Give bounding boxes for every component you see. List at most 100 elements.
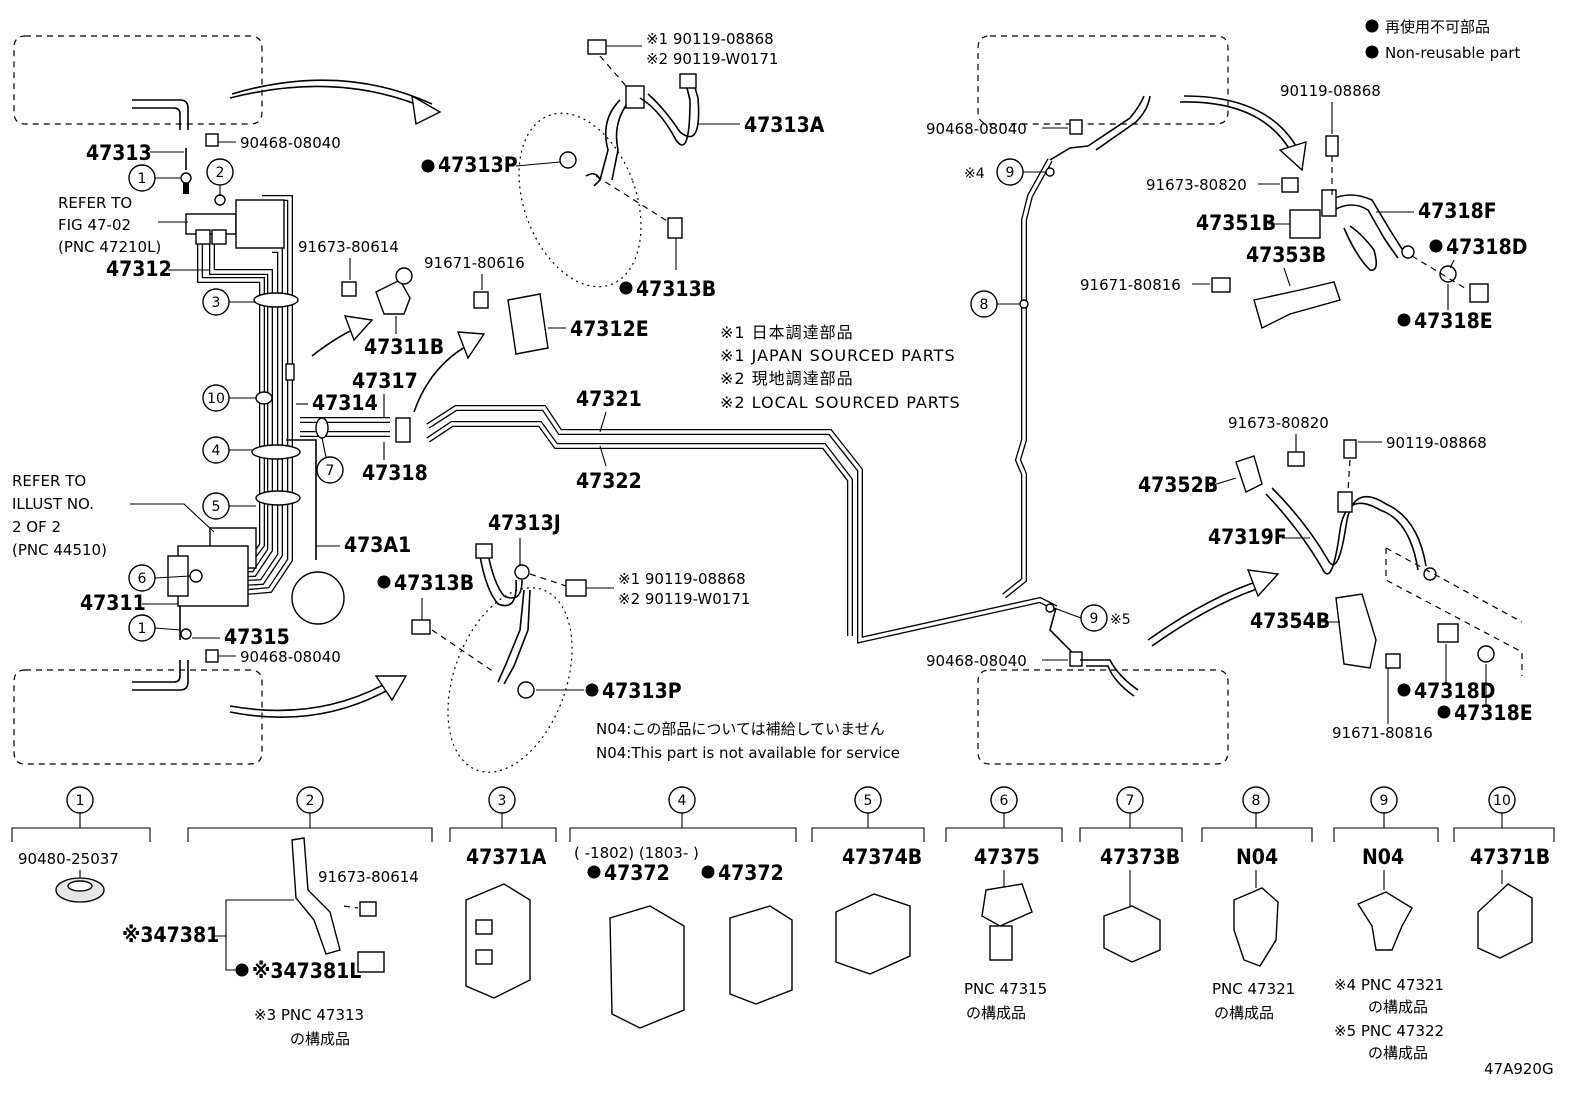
nonreusable-dot-icon — [235, 963, 249, 977]
legend-dot-icon — [1365, 45, 1379, 59]
figure-code: 47A920G — [1484, 1060, 1554, 1078]
table-5-num: 5 — [864, 793, 873, 809]
table-4-part-b: 47372 — [718, 861, 784, 885]
nonreusable-dot-icon — [1429, 239, 1443, 253]
label-47311: 47311 — [80, 591, 146, 615]
top-hose-detail — [518, 39, 700, 288]
actuator-block — [167, 527, 345, 640]
label-47321: 47321 — [576, 387, 642, 411]
callout-9-top: 9 — [1006, 165, 1015, 181]
label-90119-mid-2: ※2 90119-W0171 — [618, 590, 750, 608]
label-47317: 47317 — [352, 369, 418, 393]
table-8-part: N04 — [1236, 845, 1278, 869]
valve-block — [180, 172, 285, 249]
table-4-num: 4 — [678, 793, 687, 809]
nonreusable-dot-icon — [619, 281, 633, 295]
label-47319F: 47319F — [1208, 525, 1287, 549]
label-47314: 47314 — [312, 391, 378, 415]
refer-illust-1: REFER TO — [12, 472, 86, 490]
table-2-num: 2 — [306, 793, 315, 809]
label-47313B-bot: 47313B — [394, 571, 474, 595]
callout-3: 3 — [212, 295, 221, 311]
mark-5: ※5 — [1110, 612, 1131, 628]
label-91671-r1: 91671-80816 — [1080, 276, 1181, 294]
label-47311B: 47311B — [364, 335, 444, 359]
callout-9-bot: 9 — [1090, 611, 1099, 627]
table-6-part: 47375 — [974, 845, 1040, 869]
label-90468-a: 90468-08040 — [240, 134, 341, 152]
label-47318: 47318 — [362, 461, 428, 485]
tire-hoses-right — [1069, 95, 1151, 697]
table-7-part: 47373B — [1100, 845, 1180, 869]
table-8-num: 8 — [1252, 793, 1261, 809]
table-2-caption-2: の構成品 — [290, 1030, 350, 1048]
note-1-en: ※1 JAPAN SOURCED PARTS — [720, 346, 956, 365]
table-5-part: 47374B — [842, 845, 922, 869]
label-90119-mid-1: ※1 90119-08868 — [618, 570, 746, 588]
label-47318F: 47318F — [1418, 199, 1497, 223]
table-8-caption-1: PNC 47321 — [1212, 980, 1295, 998]
label-47318E-bot: 47318E — [1454, 701, 1533, 725]
callout-7: 7 — [326, 463, 335, 479]
callout-2: 2 — [216, 165, 225, 181]
nonreusable-dot-icon — [1397, 683, 1411, 697]
table-8-caption-2: の構成品 — [1214, 1004, 1274, 1022]
note-2-jp: ※2 現地調達部品 — [720, 369, 854, 388]
table-4-range: ( -1802) (1803- ) — [574, 844, 699, 862]
notes: ※1 日本調達部品 ※1 JAPAN SOURCED PARTS ※2 現地調達… — [596, 323, 960, 762]
label-47318D-bot: 47318D — [1414, 679, 1495, 703]
refer-fig-2: FIG 47-02 — [58, 216, 131, 234]
label-47313A: 47313A — [744, 113, 825, 137]
nonreusable-dot-icon — [585, 683, 599, 697]
nonreusable-dot-icon — [701, 865, 715, 879]
label-47313B-top: 47313B — [636, 277, 716, 301]
refer-fig-1: REFER TO — [58, 194, 132, 212]
callout-4: 4 — [212, 443, 221, 459]
right-bottom-detail — [1235, 439, 1523, 676]
callout-10: 10 — [207, 391, 225, 407]
nonreusable-dot-icon — [421, 159, 435, 173]
refer-illust-2: ILLUST NO. — [12, 495, 94, 513]
label-47351B: 47351B — [1196, 211, 1276, 235]
label-90119-top-2: ※2 90119-W0171 — [646, 50, 778, 68]
label-47313J: 47313J — [488, 511, 561, 535]
note-n04-jp: N04:この部品については補給していません — [596, 720, 885, 738]
label-91673-80614: 91673-80614 — [298, 238, 399, 256]
label-47318D-top: 47318D — [1446, 235, 1527, 259]
label-47312E: 47312E — [570, 317, 649, 341]
label-47313P-bot: 47313P — [602, 679, 682, 703]
legend: 再使用不可部品 Non-reusable part — [1365, 18, 1520, 62]
table-4-part-a: 47372 — [604, 861, 670, 885]
label-90468-b: 90468-08040 — [240, 648, 341, 666]
nonreusable-dot-icon — [377, 575, 391, 589]
table-2-part-a: 91673-80614 — [318, 868, 419, 886]
label-90468-c: 90468-08040 — [926, 120, 1027, 138]
table-9-part: N04 — [1362, 845, 1404, 869]
note-1-jp: ※1 日本調達部品 — [720, 323, 854, 342]
flow-arrows — [229, 79, 1307, 719]
label-47353B: 47353B — [1246, 243, 1326, 267]
bracket-parts — [341, 267, 549, 355]
table-1-part: 90480-25037 — [18, 850, 119, 868]
tire-hoses-left — [132, 99, 219, 691]
label-91671-80616: 91671-80616 — [424, 254, 525, 272]
table-9-caption-2: の構成品 — [1368, 998, 1428, 1016]
table-2-part-b: ※347381 — [122, 923, 219, 947]
legend-en: Non-reusable part — [1385, 44, 1520, 62]
label-47315: 47315 — [224, 625, 290, 649]
table-3-num: 3 — [498, 793, 507, 809]
table-10-part: 47371B — [1470, 845, 1550, 869]
table-9-caption-3: ※5 PNC 47322 — [1334, 1022, 1444, 1040]
label-47312: 47312 — [106, 257, 172, 281]
note-n04-en: N04:This part is not available for servi… — [596, 744, 900, 762]
table-6-num: 6 — [1000, 793, 1009, 809]
refer-illust-3: 2 OF 2 — [12, 518, 61, 536]
label-91671-r2: 91671-80816 — [1332, 724, 1433, 742]
callout-1b: 1 — [138, 621, 147, 637]
legend-dot-icon — [1365, 19, 1379, 33]
label-90119-r2: 90119-08868 — [1386, 434, 1487, 452]
right-top-detail — [1211, 135, 1489, 330]
label-90119-r1: 90119-08868 — [1280, 82, 1381, 100]
label-47354B: 47354B — [1250, 609, 1330, 633]
table-3-part: 47371A — [466, 845, 547, 869]
